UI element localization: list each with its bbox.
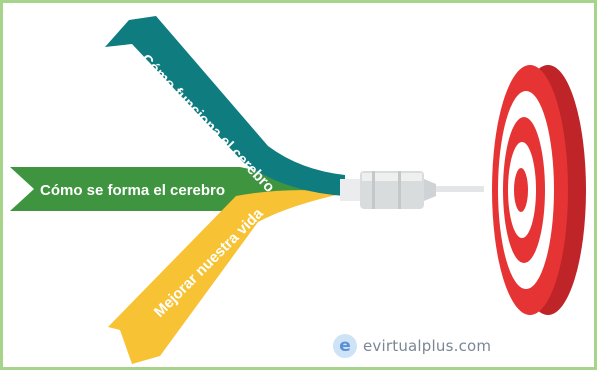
- brand-name: evirtualplus.com: [363, 337, 492, 355]
- ribbon-bottom-label: Mejorar nuestra vida: [151, 205, 267, 321]
- ribbon-middle-label: Cómo se forma el cerebro: [40, 182, 225, 199]
- ribbon-bottom: [108, 190, 345, 364]
- ribbon-top: [105, 16, 345, 196]
- dart: [340, 171, 484, 209]
- target-icon: [492, 65, 586, 315]
- evirtualplus-logo-icon: e: [333, 334, 357, 358]
- brand-logo: e evirtualplus.com: [333, 334, 491, 358]
